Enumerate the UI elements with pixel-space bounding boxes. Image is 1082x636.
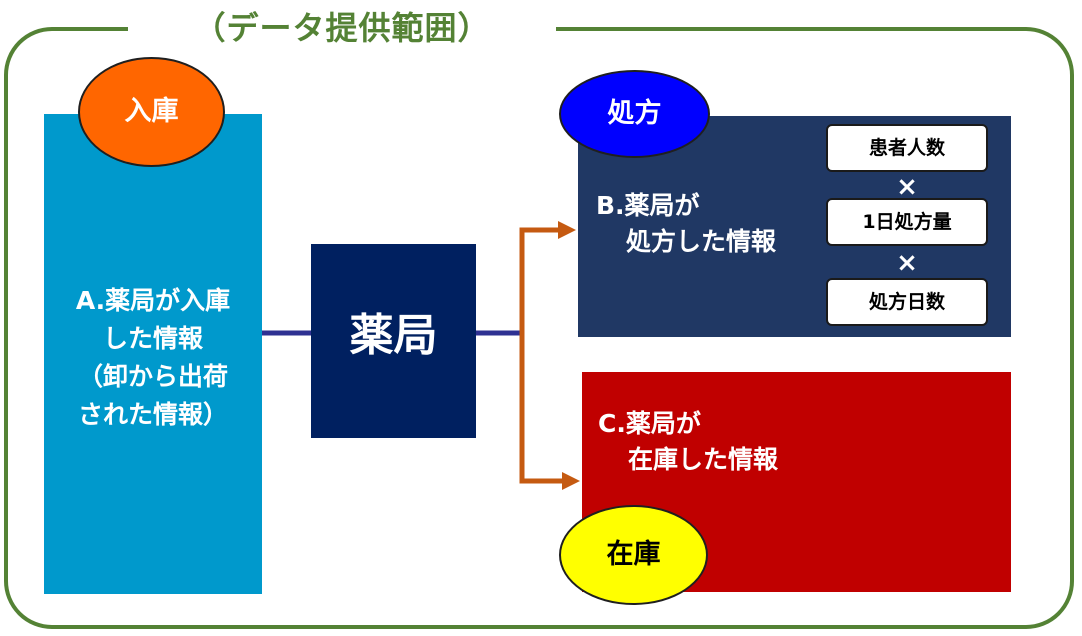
badge-inventory: 在庫 bbox=[559, 505, 708, 605]
box-a-line: された情報） bbox=[77, 400, 228, 429]
box-b-text: B.薬局が 処方した情報 bbox=[596, 188, 776, 260]
box-c-line1: C.薬局が bbox=[598, 409, 701, 438]
frame-title: （データ提供範囲） bbox=[128, 8, 556, 48]
factor-daily-dose: 1日処方量 bbox=[826, 198, 988, 246]
arrow-to-box-b bbox=[519, 227, 560, 333]
factor-prescription-days: 処方日数 bbox=[826, 278, 988, 326]
box-a-line: A.薬局が入庫 bbox=[75, 286, 231, 315]
pharmacy-label: 薬局 bbox=[349, 310, 438, 361]
factor-patient-count: 患者人数 bbox=[826, 124, 988, 172]
arrow-to-box-c bbox=[519, 333, 564, 484]
box-b-line2: 処方した情報 bbox=[626, 227, 777, 256]
box-c-text: C.薬局が 在庫した情報 bbox=[598, 406, 778, 478]
arrowhead-c bbox=[562, 472, 580, 490]
box-c-line2: 在庫した情報 bbox=[628, 445, 779, 474]
badge-prescription: 処方 bbox=[559, 70, 710, 158]
box-b-line1: B.薬局が bbox=[596, 191, 700, 220]
badge-receiving: 入庫 bbox=[78, 57, 225, 167]
multiply-icon: × bbox=[896, 172, 918, 202]
box-a-text: A.薬局が入庫 した情報 （卸から出荷 された情報） bbox=[44, 282, 262, 434]
pharmacy-box bbox=[311, 244, 476, 438]
arrowhead-b bbox=[558, 221, 576, 239]
box-a-line: した情報 bbox=[102, 324, 203, 353]
box-a-line: （卸から出荷 bbox=[77, 362, 228, 391]
box-a-received bbox=[44, 114, 262, 594]
multiply-icon: × bbox=[896, 248, 918, 278]
